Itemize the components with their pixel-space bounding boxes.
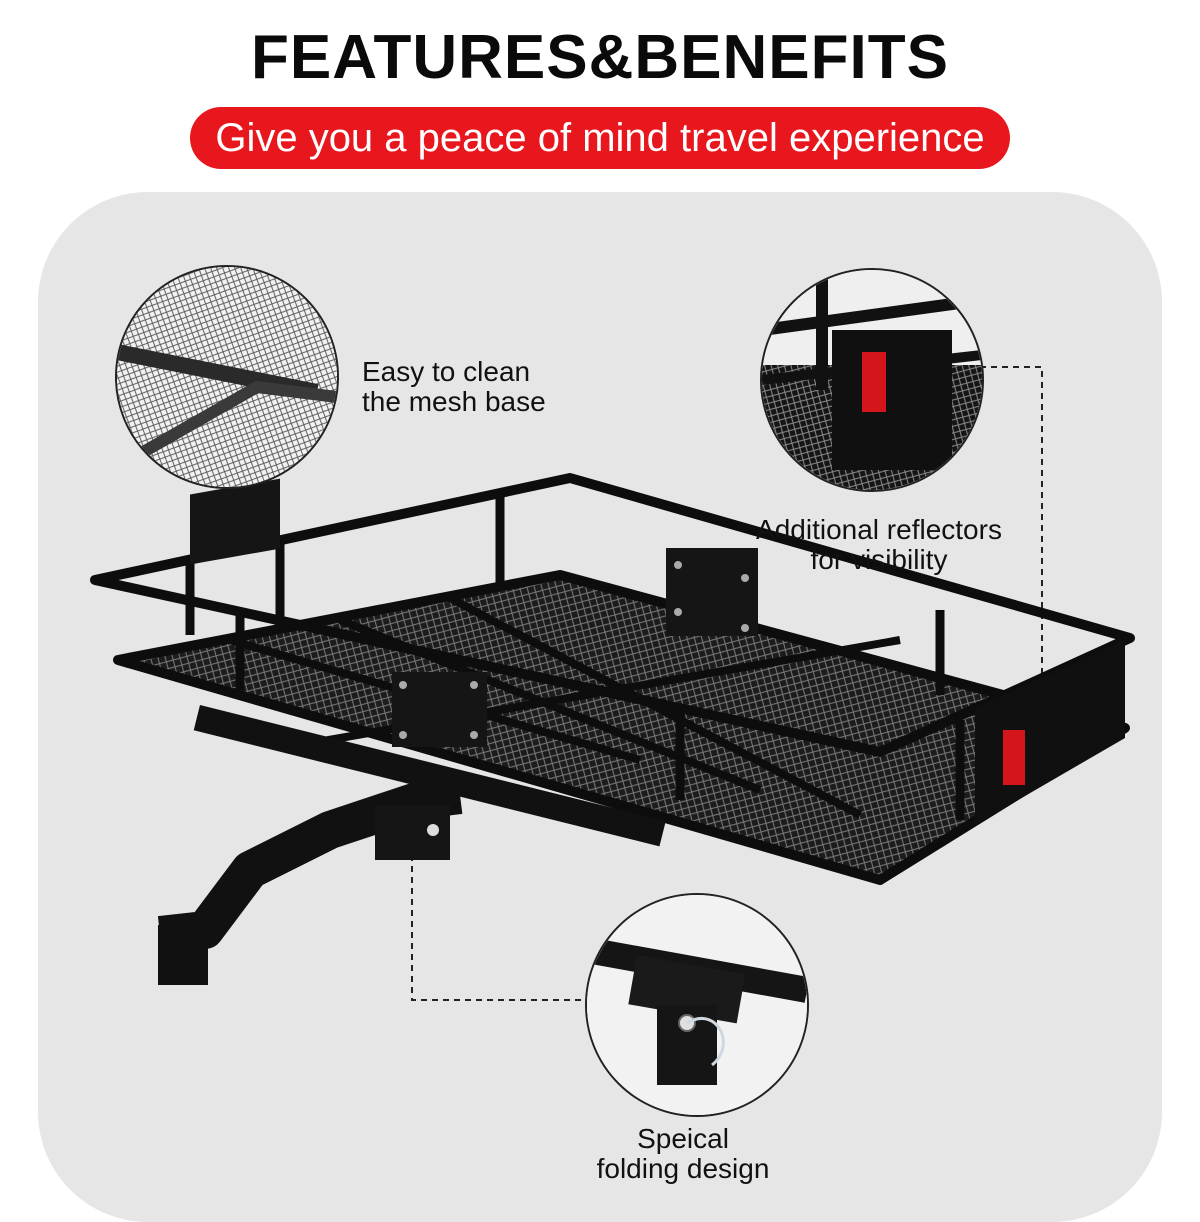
reflector-connector-line: [980, 366, 1043, 770]
mesh-caption: Easy to clean the mesh base: [362, 357, 546, 417]
hitch-receiver: [158, 925, 208, 985]
mesh-closeup-icon: [117, 267, 337, 487]
mesh-caption-line1: Easy to clean: [362, 356, 531, 387]
hinge-connector-line: [411, 855, 590, 1001]
reflector-caption: Additional reflectors for visibility: [748, 515, 1010, 575]
reflector-caption-line2: for visibility: [810, 544, 948, 575]
folding-caption-line2: folding design: [596, 1153, 770, 1184]
mesh-closeup-callout: [115, 265, 339, 489]
front-end-panel: [975, 640, 1125, 825]
subtitle-banner: Give you a peace of mind travel experien…: [190, 107, 1010, 169]
mesh-caption-line2: the mesh base: [362, 386, 546, 417]
folding-caption: Speical folding design: [590, 1124, 776, 1184]
corner-plate-left: [190, 478, 280, 565]
hinge-pin-closeup-icon: [587, 895, 807, 1115]
folding-caption-line1: Speical: [637, 1123, 729, 1154]
reflector: [1003, 730, 1025, 785]
top-rail: [90, 473, 1135, 757]
reflector-closeup-callout: [760, 268, 984, 492]
hinge-bracket: [375, 805, 450, 860]
page-title: FEATURES&BENEFITS: [251, 23, 949, 92]
subtitle-text: Give you a peace of mind travel experien…: [215, 115, 985, 160]
hinge-closeup-callout: [585, 893, 809, 1117]
corner-plate-right: [666, 548, 758, 636]
center-beam: [193, 705, 666, 847]
reflector-closeup-icon: [762, 270, 982, 490]
reflector-caption-line1: Additional reflectors: [756, 514, 1002, 545]
